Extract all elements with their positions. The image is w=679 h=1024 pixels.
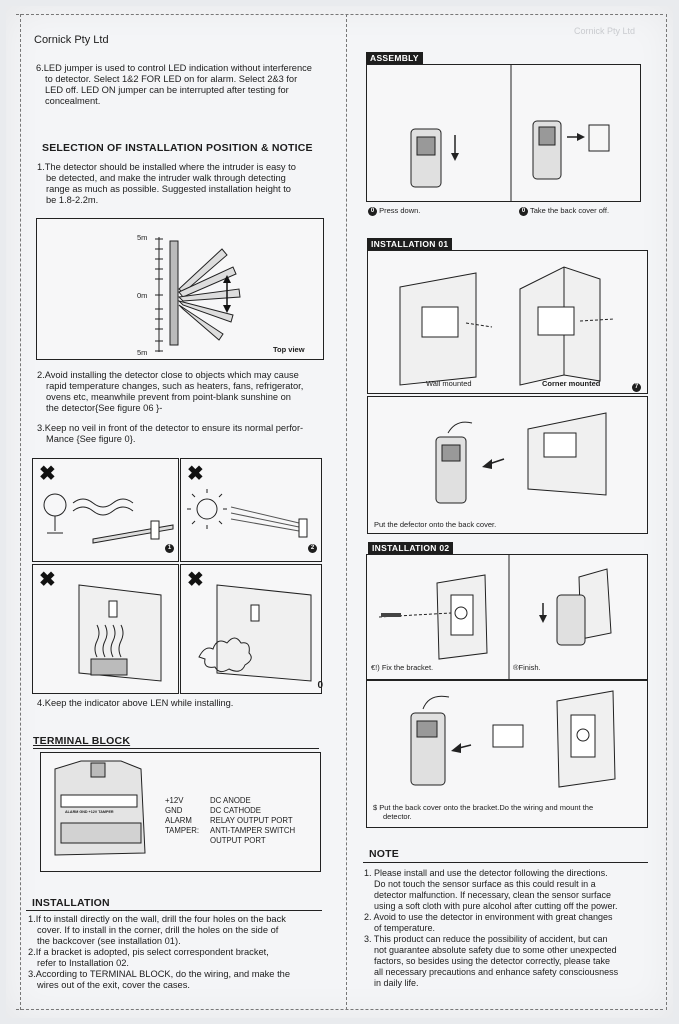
panel-number-1: 1 — [165, 544, 174, 554]
plant-illustration — [198, 584, 312, 682]
warning-panel-fan: ✖ 1 — [32, 458, 179, 562]
terminal-block-heading: TERMINAL BLOCK — [33, 735, 131, 747]
note-list: 1. Please install and use the detector f… — [364, 868, 619, 988]
top-view-label: Top view — [273, 345, 305, 354]
panel-number-2: 2 — [308, 544, 317, 554]
installation02-bracket-figure: €!) Fix the bracket. ®Finish. — [366, 554, 648, 680]
note-heading: NOTE — [369, 848, 399, 860]
installation-rule — [26, 910, 322, 911]
note-rule — [363, 862, 648, 863]
assembly-tag: ASSEMBLY — [366, 52, 423, 64]
finish-caption: ®Finish. — [513, 663, 541, 672]
selection-point-2: 2.Avoid installing the detector close to… — [37, 370, 304, 413]
heater-illustration — [78, 584, 162, 682]
installation-heading: INSTALLATION — [32, 897, 110, 909]
cut-line-right — [666, 14, 667, 1010]
selection-point-1: 1.The detector should be installed where… — [37, 162, 296, 205]
bleed-through-brand: Cornick Pty Ltd — [574, 26, 636, 36]
bracket-illustration — [378, 555, 612, 679]
fix-bracket-caption: €!) Fix the bracket. — [371, 663, 434, 672]
assembly-figure — [366, 64, 641, 202]
wall-mounted-label: Wall mounted — [426, 379, 472, 388]
corner-mounted-label: Corner mounted — [542, 379, 601, 388]
terminal-rule — [33, 748, 319, 749]
installation01-mount-figure: Wall mounted Corner mounted 7 — [367, 250, 648, 394]
put-defector-caption: Put the defector onto the back cover. — [374, 520, 497, 529]
prohibited-icon: ✖ — [187, 463, 204, 485]
panel-number-3: 0 — [317, 680, 323, 691]
range-label-top: 5m — [137, 233, 148, 242]
warning-panel-sun: ✖ 2 — [180, 458, 322, 562]
warning-panel-plant: ✖ 0 — [180, 564, 323, 694]
back-cover-bracket-illustration — [410, 690, 616, 788]
defector-cover-illustration — [435, 412, 607, 504]
terminal-row: TAMPER:ANTI-TAMPER SWITCH — [165, 826, 296, 835]
corner-number: 7 — [632, 383, 641, 393]
warning-panel-heater: ✖ — [32, 564, 179, 694]
installation02-tag: INSTALLATION 02 — [368, 542, 454, 554]
assembly-illustration — [410, 65, 610, 201]
installation01-tag: INSTALLATION 01 — [367, 238, 453, 250]
installation-steps: 1.If to install directly on the wall, dr… — [28, 914, 290, 990]
range-label-middle: 0m — [137, 291, 148, 300]
top-view-figure: 5m 0m 5m Top view — [36, 218, 324, 360]
led-jumper-text: 6.LED jumper is used to control LED indi… — [36, 63, 312, 106]
selection-point-4: 4.Keep the indicator above LEN while ins… — [37, 698, 234, 708]
prohibited-icon: ✖ — [39, 463, 56, 485]
prohibited-icon: ✖ — [39, 569, 56, 591]
fold-line-center — [346, 14, 347, 1010]
brand-name: Cornick Pty Ltd — [34, 34, 109, 46]
assembly-caption-1: 0 Press down. — [368, 206, 420, 216]
sun-illustration — [187, 489, 308, 538]
put-back-caption: $ Put the back cover onto the bracket.Do… — [373, 803, 594, 821]
cut-line-left — [20, 14, 21, 1010]
range-label-bottom: 5m — [137, 348, 148, 357]
prohibited-icon: ✖ — [187, 569, 204, 591]
cut-line-top — [16, 14, 663, 15]
assembly-caption-2: 0 Take the back cover off. — [519, 206, 609, 216]
wall-corner-mount-illustration — [399, 266, 615, 386]
selection-heading: SELECTION OF INSTALLATION POSITION & NOT… — [42, 142, 313, 154]
selection-point-3: 3.Keep no veil in front of the detector … — [37, 423, 304, 444]
cut-line-bottom — [16, 1009, 663, 1010]
installation02-mount-figure: $ Put the back cover onto the bracket.Do… — [366, 680, 648, 828]
fan-illustration — [43, 493, 174, 544]
terminal-board-label: ALARM GND +12V TAMPER — [65, 810, 114, 814]
detection-pattern-illustration — [155, 237, 241, 352]
installation01-cover-figure: Put the defector onto the back cover. — [367, 396, 648, 534]
terminal-board-illustration — [54, 760, 146, 856]
terminal-row: OUTPUT PORT — [210, 836, 266, 845]
